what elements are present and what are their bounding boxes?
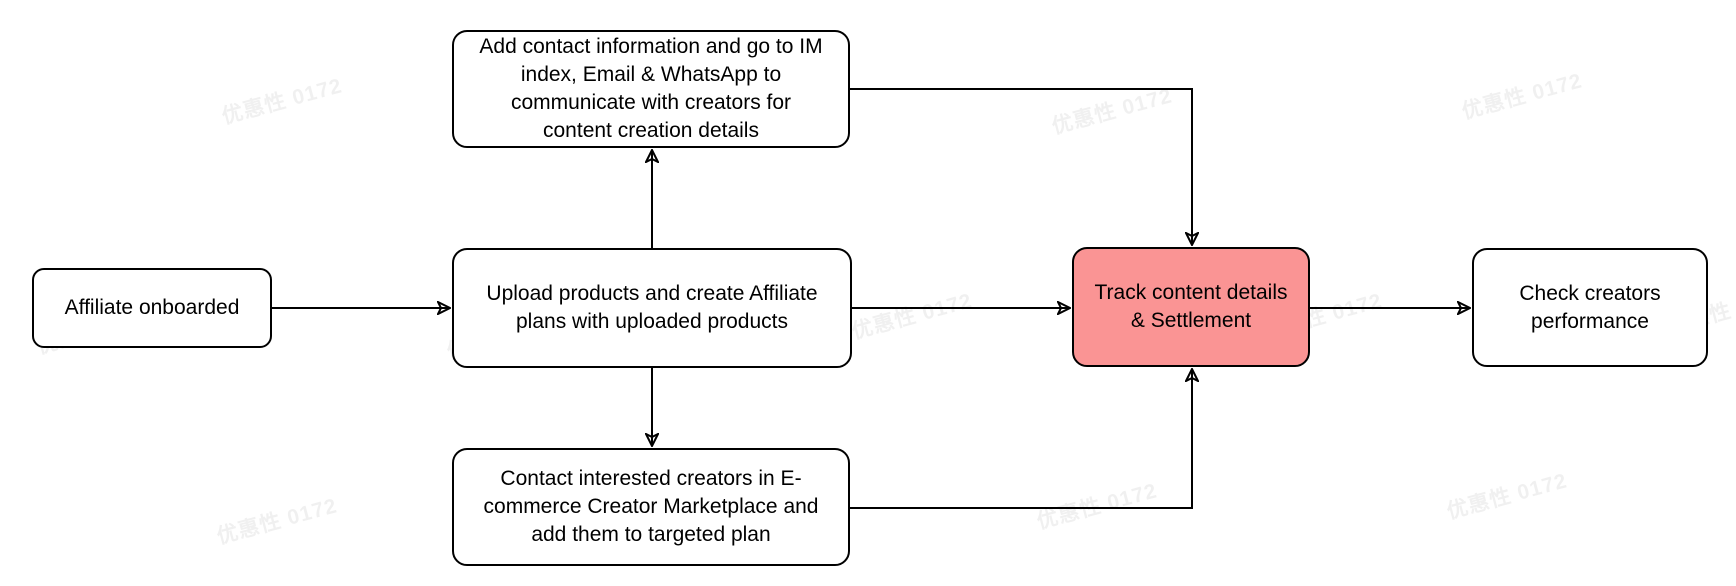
- watermark-text: 优惠性 0172: [1049, 84, 1175, 139]
- watermark-text: 优惠性 0172: [1459, 69, 1585, 124]
- watermark-text: 优惠性 0172: [219, 74, 345, 129]
- node-add-contact-information-label: Add contact information and go to IM ind…: [479, 35, 823, 142]
- node-check-creators-performance: Check creators performance: [1472, 248, 1708, 367]
- node-upload-products-label: Upload products and create Affiliate pla…: [486, 282, 818, 333]
- watermark-text: 优惠性 0172: [849, 289, 975, 344]
- node-contact-creators: Contact interested creators in E- commer…: [452, 448, 850, 566]
- node-track-content-settlement: Track content details & Settlement: [1072, 247, 1310, 367]
- node-contact-creators-label: Contact interested creators in E- commer…: [483, 467, 819, 546]
- watermark-text: 优惠性 0172: [1034, 479, 1160, 534]
- node-track-content-settlement-label: Track content details & Settlement: [1094, 281, 1288, 332]
- watermark-text: 优惠性 0172: [214, 494, 340, 549]
- node-check-creators-performance-label: Check creators performance: [1519, 281, 1661, 333]
- node-add-contact-information: Add contact information and go to IM ind…: [452, 30, 850, 148]
- node-affiliate-onboarded-label: Affiliate onboarded: [64, 296, 240, 319]
- watermark-text: 优惠性 0172: [1444, 469, 1570, 524]
- node-affiliate-onboarded: Affiliate onboarded: [32, 268, 272, 348]
- node-upload-products: Upload products and create Affiliate pla…: [452, 248, 852, 368]
